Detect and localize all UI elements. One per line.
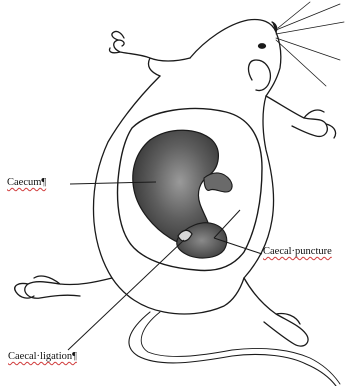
lower-body	[112, 278, 244, 314]
left-forelimb	[114, 40, 190, 76]
mouse-head	[190, 20, 281, 97]
right-forelimb	[266, 96, 327, 136]
left-hindlimb	[25, 276, 112, 298]
label-caecal-ligation: Caecal·ligation¶	[8, 351, 77, 363]
mouse-eye	[259, 44, 266, 48]
mouse-ear	[249, 60, 271, 91]
label-caecum: Caecum¶	[7, 177, 46, 189]
ligation-leader	[68, 240, 184, 350]
whiskers	[276, 2, 344, 86]
right-hindlimb	[244, 278, 308, 346]
label-caecal-puncture: Caecal·puncture	[263, 246, 332, 258]
tail	[129, 312, 336, 386]
